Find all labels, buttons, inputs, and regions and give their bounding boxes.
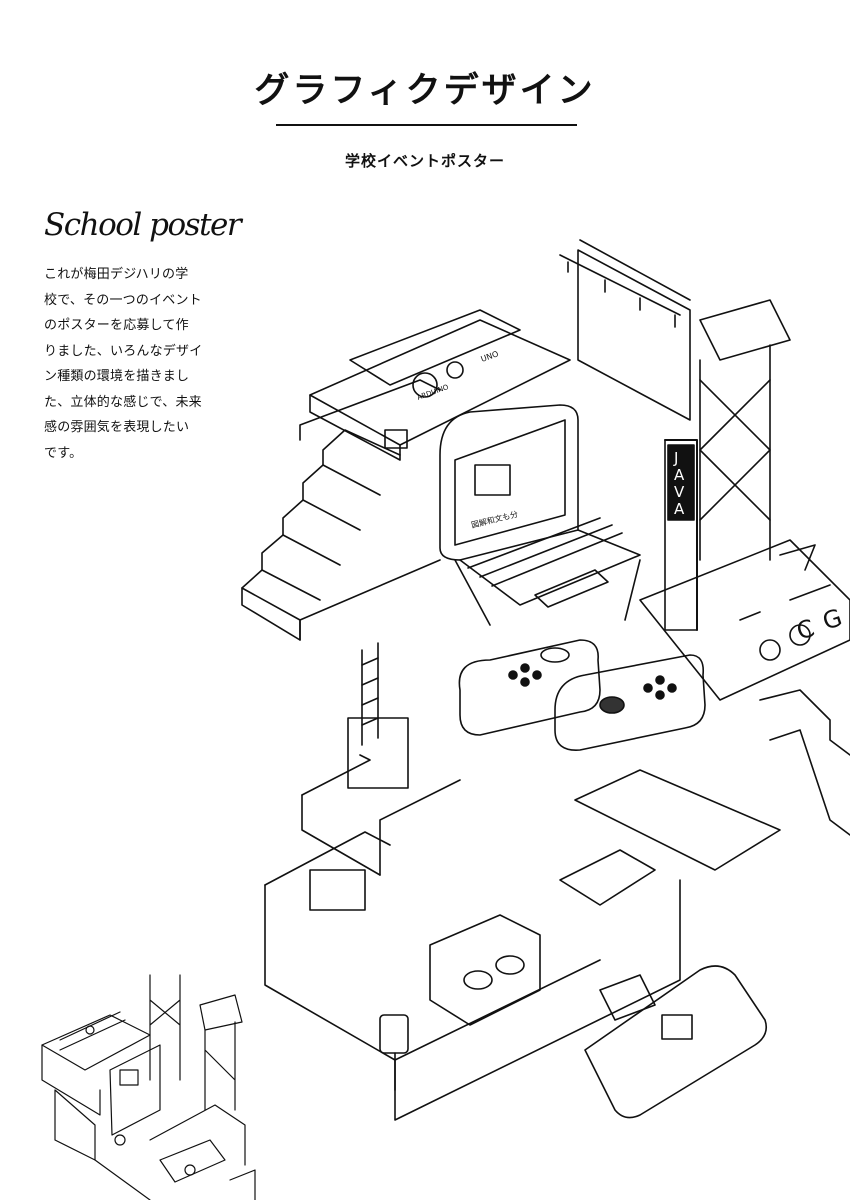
right-staircase: [574, 689, 850, 871]
description-line: ン種類の環境を描きまし: [44, 369, 190, 384]
conveyor-belt: [639, 539, 850, 701]
description-line: これが梅田デジハリの学: [44, 267, 189, 282]
java-sign-letter: A: [674, 466, 685, 484]
smartphone-drawing: [584, 965, 768, 1119]
ladder: [361, 642, 379, 746]
left-staircase: [241, 379, 441, 641]
laptop-drawing: [439, 404, 641, 626]
description-line: りました、いろんなデザイ: [44, 343, 203, 359]
java-sign-letter: J: [673, 449, 678, 467]
description-line: 感の雰囲気を表現したい: [44, 420, 190, 435]
section-heading: School poster: [44, 207, 242, 243]
arduino-platform: [309, 309, 571, 461]
java-sign-letter: V: [674, 483, 685, 501]
game-controller-left: [458, 639, 601, 736]
description-line: た、立体的な感じで、未来: [44, 394, 202, 410]
wall-socket: [379, 1014, 409, 1091]
description-line: のポスターを応募して作: [44, 318, 189, 333]
page-subtitle: 学校イベントポスター: [344, 152, 505, 170]
tower-structure: [577, 239, 791, 631]
description-text: これが梅田デジハリの学 校で、その一つのイベント のポスターを応募して作 りまし…: [44, 262, 216, 466]
title-divider: [276, 124, 577, 126]
java-sign-letter: A: [674, 500, 685, 518]
game-controller-right: [554, 654, 706, 751]
ceiling-lights: [559, 254, 681, 328]
description-line: です。: [44, 445, 83, 461]
description-line: 校で、その一つのイベント: [44, 292, 202, 308]
page-title: グラフィクデザイン: [254, 70, 596, 111]
